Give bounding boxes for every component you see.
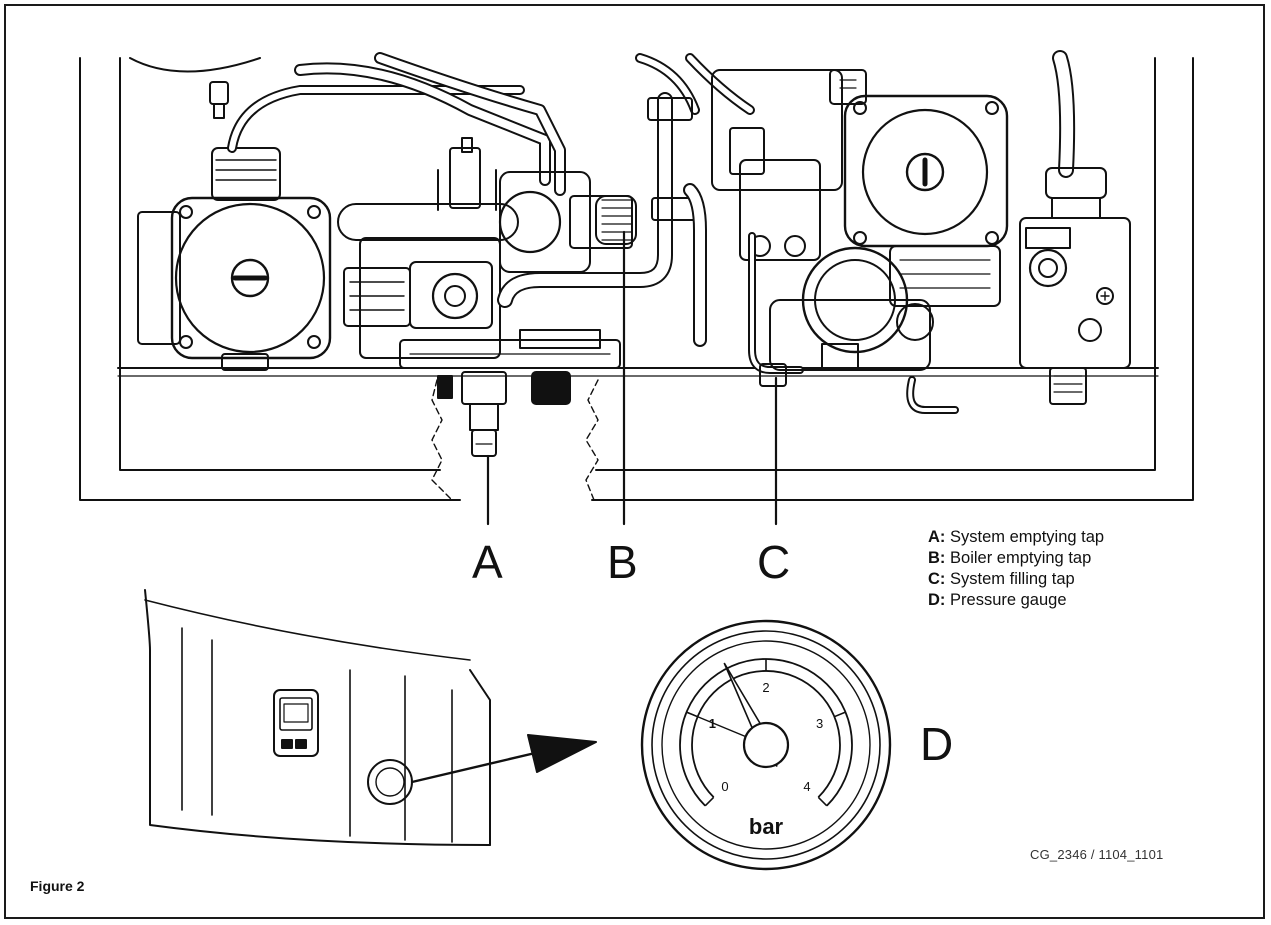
left-pump [137,85,525,371]
reference-code: CG_2346 / 1104_1101 [1030,847,1164,862]
filling-loop-assembly [711,69,959,414]
callout-leaders [486,230,778,526]
expansion-vessel [129,57,261,119]
upper-pipework [294,52,755,196]
legend-item-b: B: Boiler emptying tap [928,549,1091,567]
legend-item-a: A: System emptying tap [928,528,1104,546]
legend-item-d: D: Pressure gauge [928,591,1067,609]
gauge-scale-arc-inner [691,670,841,798]
callout-letters: A B C D [472,536,953,770]
figure-frame [4,4,1265,919]
callout-a: A [472,536,503,588]
hydraulic-block [337,92,707,369]
gauge-location-arrow [410,734,597,784]
gauge-tick [817,796,828,807]
figure-label: Figure 2 [30,878,85,894]
gauge-tick-label: 0 [721,779,728,794]
gauge-tick-label: 2 [762,680,769,695]
gauge-tick-labels: 0 1 2 3 4 [709,680,823,794]
gauge-tick-label: 4 [803,779,810,794]
boiler-front-panel [144,589,491,846]
gas-valve [1019,50,1131,405]
gauge-tick [704,796,715,807]
gauge-hub [742,721,790,769]
legend: A: System emptying tap B: Boiler emptyin… [928,528,1104,609]
legend-item-c: C: System filling tap [928,570,1075,588]
gauge-tick-label: 3 [816,716,823,731]
callout-b: B [607,536,638,588]
boiler-casing [79,57,1194,501]
pressure-gauge: 0 1 2 3 4 bar [640,619,892,871]
system-emptying-tap-fitting [437,371,571,457]
gauge-unit-label: bar [749,814,784,839]
callout-c: C [757,536,790,588]
right-pump [829,69,1009,307]
callout-d: D [920,718,953,770]
gauge-tick-label: 1 [709,716,716,731]
gauge-tick [834,711,846,718]
